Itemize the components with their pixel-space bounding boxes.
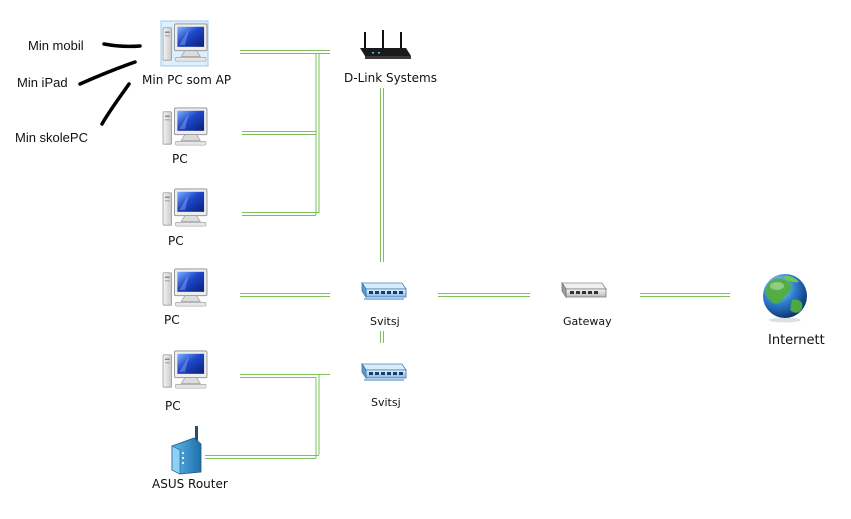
- link-pc-ap-to-dlink: [240, 50, 330, 215]
- switch-icon[interactable]: [361, 282, 407, 300]
- switch-icon[interactable]: [361, 363, 407, 381]
- globe-icon[interactable]: [763, 274, 807, 323]
- gateway-icon[interactable]: [561, 282, 607, 298]
- link-switch1-to-switch2: [380, 331, 384, 343]
- node-label-switch1: Svitsj: [370, 315, 400, 328]
- annotation-mobil: Min mobil: [28, 38, 84, 53]
- link-gateway-to-internet: [640, 293, 730, 297]
- stroke-mobil: [102, 42, 142, 49]
- annotation-skolepc: Min skolePC: [15, 130, 88, 145]
- node-label-gateway: Gateway: [563, 315, 612, 328]
- node-label-pc3: PC: [164, 313, 180, 327]
- link-pc1-to-dlink: [242, 131, 316, 135]
- stroke-ipad: [78, 60, 137, 86]
- link-pc4-to-switch2: [240, 374, 330, 458]
- node-label-pc1: PC: [172, 152, 188, 166]
- link-dlink-to-switch1: [380, 88, 384, 262]
- computer-icon[interactable]: [162, 268, 208, 307]
- node-label-internet: Internett: [768, 333, 825, 348]
- node-label-asus: ASUS Router: [152, 477, 228, 491]
- node-label-dlink: D-Link Systems: [344, 71, 437, 85]
- annotation-strokes: [78, 42, 142, 126]
- node-label-pc-ap: Min PC som AP: [142, 73, 232, 87]
- connection-lines: [205, 50, 730, 459]
- link-switch1-to-gateway: [438, 293, 530, 297]
- stroke-skolepc: [100, 82, 131, 126]
- computer-icon[interactable]: [162, 107, 208, 146]
- link-asus-to-switch2: [205, 455, 319, 459]
- node-label-pc2: PC: [168, 234, 184, 248]
- computer-icon[interactable]: [162, 188, 208, 227]
- link-pc3-to-switch1: [240, 293, 330, 297]
- link-pc2-to-dlink: [242, 212, 319, 216]
- computer-icon[interactable]: [162, 350, 208, 389]
- node-label-switch2: Svitsj: [371, 396, 401, 409]
- annotation-ipad: Min iPad: [17, 75, 68, 90]
- node-label-pc4: PC: [165, 399, 181, 413]
- router-icon[interactable]: [360, 30, 411, 59]
- wireless-router-icon[interactable]: [171, 426, 202, 475]
